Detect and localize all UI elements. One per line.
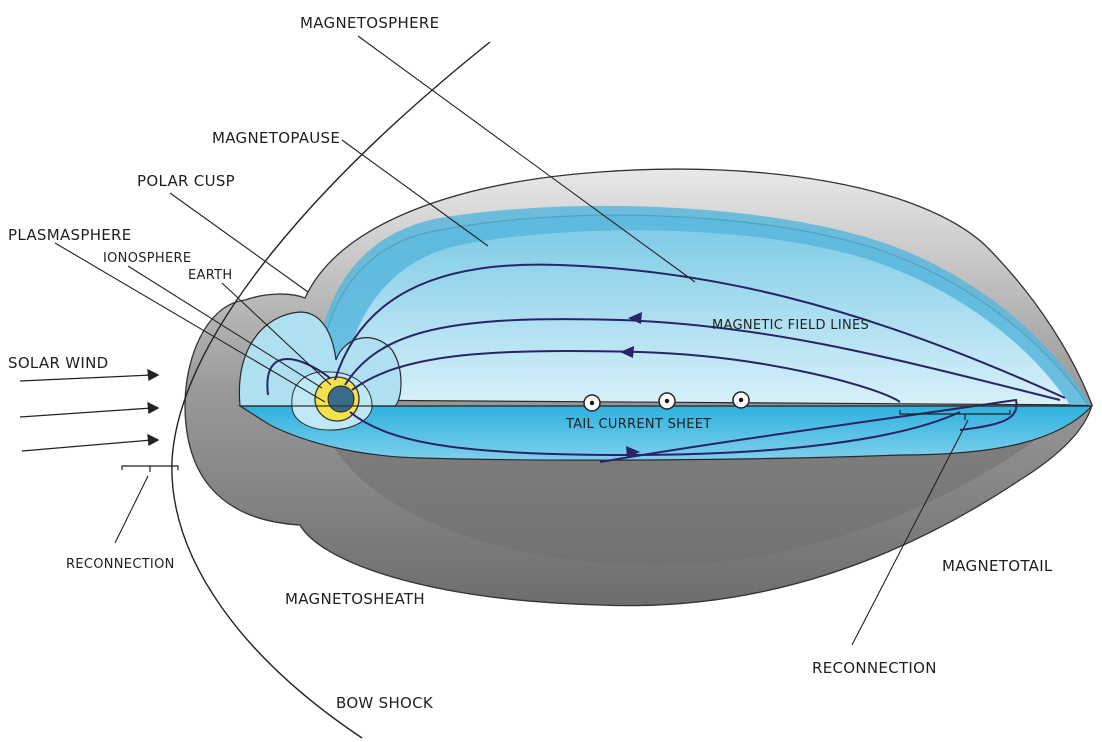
label-solar-wind: SOLAR WIND [8, 354, 109, 372]
label-magnetosheath: MAGNETOSHEATH [285, 590, 425, 608]
label-magnetic-field-lines: MAGNETIC FIELD LINES [712, 318, 869, 333]
label-tail-current-sheet: TAIL CURRENT SHEET [565, 417, 712, 432]
label-reconnection-left: RECONNECTION [66, 557, 175, 572]
label-ionosphere: IONOSPHERE [103, 251, 191, 266]
label-earth: EARTH [188, 268, 232, 283]
label-polar-cusp: POLAR CUSP [137, 172, 235, 190]
label-reconnection-right: RECONNECTION [812, 659, 937, 677]
dayside-reconnection-bracket [122, 466, 178, 472]
label-magnetosphere: MAGNETOSPHERE [300, 14, 439, 32]
label-magnetotail: MAGNETOTAIL [942, 557, 1053, 575]
label-plasmasphere: PLASMASPHERE [8, 226, 132, 244]
label-magnetopause: MAGNETOPAUSE [212, 129, 340, 147]
earth [328, 386, 354, 412]
label-bow-shock: BOW SHOCK [336, 694, 434, 712]
solar-wind-arrows [20, 370, 158, 451]
